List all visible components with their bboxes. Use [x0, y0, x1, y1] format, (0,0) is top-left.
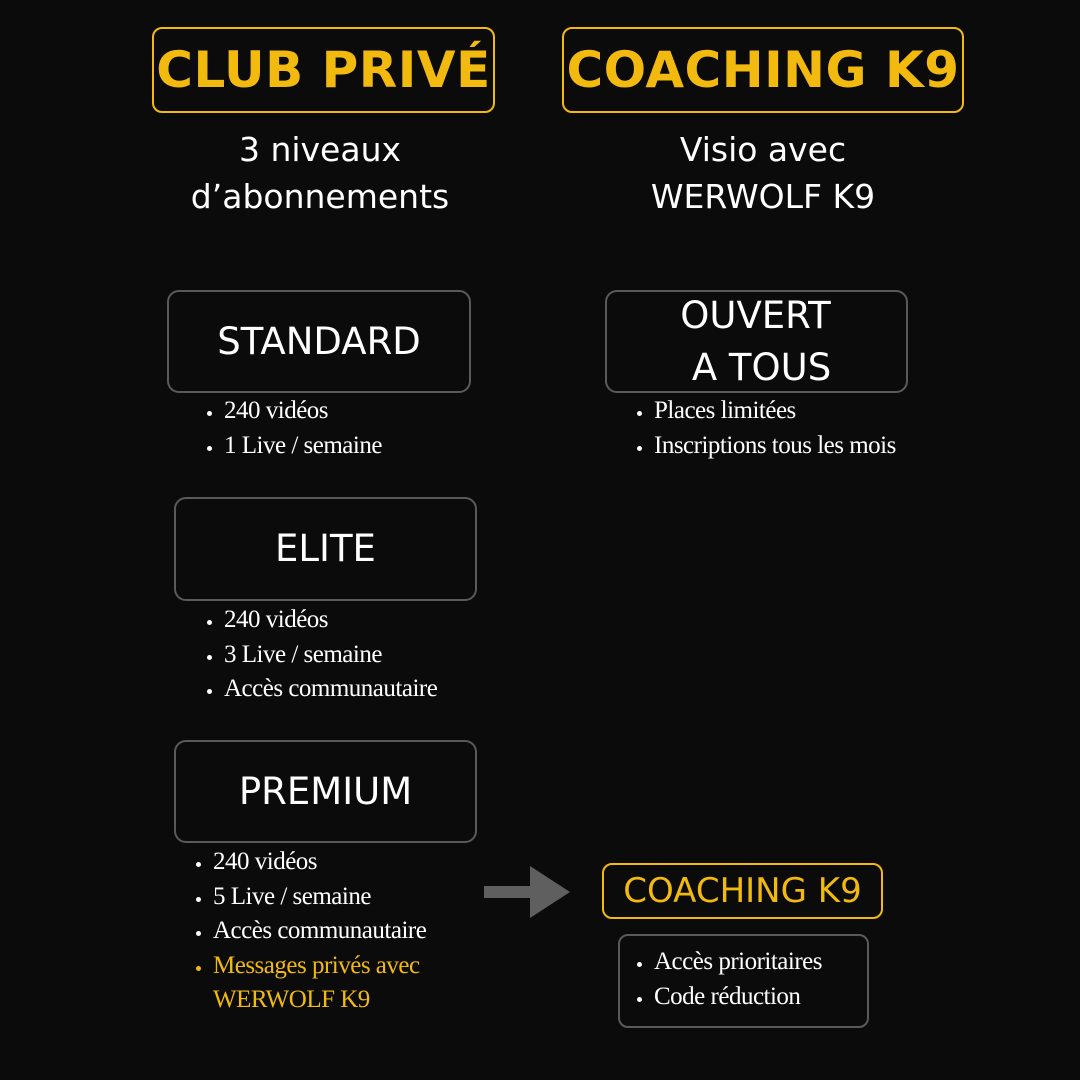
standard-features: 240 vidéos 1 Live / semaine: [200, 394, 382, 463]
list-item-highlight: Messages privés avec WERWOLF K9: [213, 949, 493, 1018]
list-item: Places limitées: [654, 394, 924, 429]
list-item: Accès prioritaires: [654, 945, 823, 980]
coaching-subtitle: Visio avec WERWOLF K9: [563, 126, 963, 220]
coaching-k9-title: COACHING K9: [562, 27, 964, 113]
list-item: 5 Live / semaine: [213, 880, 493, 915]
club-subtitle: 3 niveaux d’abonnements: [120, 126, 520, 220]
list-item: Inscriptions tous les mois: [654, 429, 924, 464]
coaching-subtitle-line1: Visio avec: [679, 130, 847, 169]
coaching-k9-badge: COACHING K9: [602, 863, 883, 919]
tier-elite: ELITE: [174, 497, 477, 601]
club-subtitle-line2: d’abonnements: [190, 177, 450, 216]
club-prive-title: CLUB PRIVÉ: [152, 27, 495, 113]
premium-features: 240 vidéos 5 Live / semaine Accès commun…: [189, 845, 493, 1018]
access-line1: OUVERT: [680, 293, 831, 337]
bonus-features: Accès prioritaires Code réduction: [630, 945, 823, 1015]
tier-standard: STANDARD: [167, 290, 471, 393]
list-item: Accès communautaire: [224, 672, 438, 707]
list-item: Code réduction: [654, 980, 822, 1015]
access-box: OUVERT A TOUS: [605, 290, 908, 393]
arrow-right-icon: [484, 866, 570, 918]
access-line2: A TOUS: [691, 345, 832, 389]
list-item: 240 vidéos: [224, 603, 437, 638]
list-item: 1 Live / semaine: [224, 429, 382, 464]
club-subtitle-line1: 3 niveaux: [238, 130, 402, 169]
list-item: 3 Live / semaine: [224, 638, 437, 673]
list-item: 240 vidéos: [224, 394, 382, 429]
tier-premium: PREMIUM: [174, 740, 477, 843]
elite-features: 240 vidéos 3 Live / semaine Accès commun…: [200, 603, 438, 707]
list-item: Accès communautaire: [213, 914, 493, 949]
coaching-features: Places limitées Inscriptions tous les mo…: [630, 394, 924, 463]
coaching-subtitle-line2: WERWOLF K9: [650, 177, 876, 216]
list-item: 240 vidéos: [213, 845, 493, 880]
bonus-box: [618, 934, 869, 1028]
